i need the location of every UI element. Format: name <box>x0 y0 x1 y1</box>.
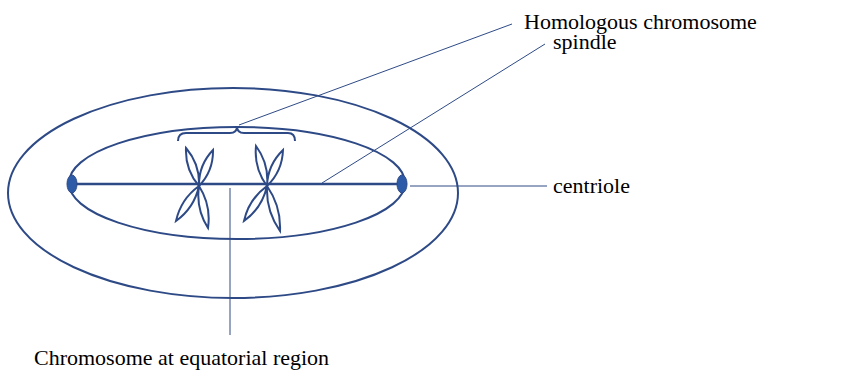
centriole-symbol <box>397 175 407 193</box>
cell-group <box>8 24 547 335</box>
leader-line <box>239 24 512 125</box>
centriole-symbol <box>67 175 77 193</box>
leader-line <box>410 186 547 187</box>
structure-label: centriole <box>553 173 630 199</box>
structure-label: Chromosome at equatorial region <box>34 345 329 371</box>
structure-label: spindle <box>553 29 617 55</box>
bracket <box>178 126 295 141</box>
spindle-fibre <box>72 183 402 186</box>
leader-line <box>230 188 231 335</box>
cell-membrane <box>8 88 458 298</box>
nuclear-region <box>69 127 405 239</box>
leader-line <box>322 44 545 183</box>
